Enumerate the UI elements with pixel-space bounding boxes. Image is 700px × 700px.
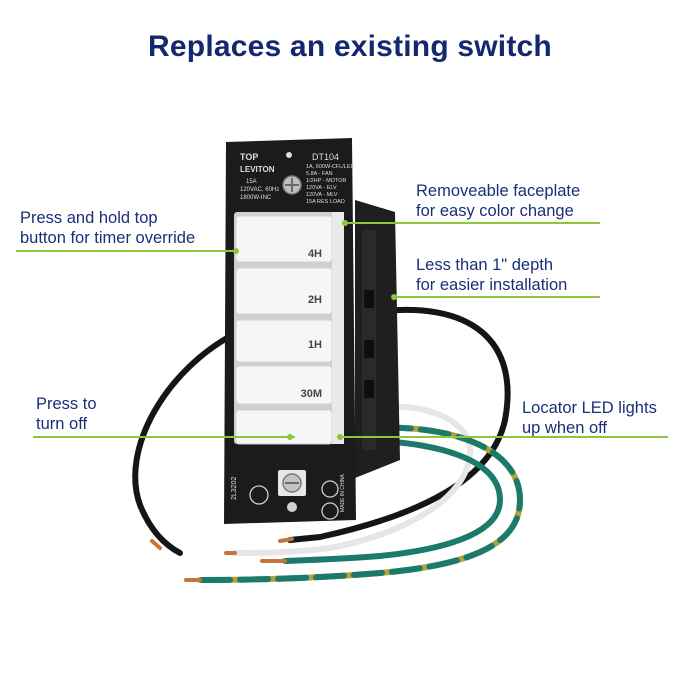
timer-button-30m: 30M (235, 365, 333, 405)
white-wire (232, 403, 474, 556)
leader-dot-locator-led (337, 434, 343, 440)
side-code: 2L3202 (231, 477, 238, 500)
leader-faceplate (345, 222, 600, 224)
leader-dot-faceplate (342, 220, 348, 226)
callout-depth: Less than 1" depth for easier installati… (416, 255, 567, 295)
callout-turn-off-line1: Press to (36, 395, 97, 413)
button-label-1h: 1H (308, 339, 322, 351)
rating-left-2: 120VAC, 60Hz (240, 187, 279, 193)
rating-right-1: 1A, 600W-CFL/LED (306, 164, 355, 170)
leader-dot-turn-off (287, 434, 293, 440)
green-wire (282, 437, 504, 564)
leader-locator-led (340, 436, 668, 438)
timer-button-2h: 2H (235, 267, 333, 315)
leader-dot-depth (391, 294, 397, 300)
made-in-mark: MADE IN CHINA (340, 474, 346, 512)
black-wire-right (287, 306, 511, 543)
rating-right-6: 15A RES LOAD (306, 199, 345, 205)
rating-right-3: 1/2HP - MOTOR (306, 178, 346, 184)
rating-right-5: 120VA - MLV (306, 192, 338, 198)
callout-turn-off-line2: turn off (36, 415, 88, 433)
callout-faceplate: Removeable faceplate for easy color chan… (416, 181, 580, 221)
top-mark: TOP (240, 152, 258, 162)
callout-faceplate-line2: for easy color change (416, 202, 574, 220)
brand-mark: LEVITON (240, 165, 275, 174)
leader-turn-off (33, 436, 295, 438)
callout-depth-line1: Less than 1" depth (416, 256, 554, 274)
timer-button-1h: 1H (235, 319, 333, 363)
callout-locator-led-line1: Locator LED lights (522, 399, 657, 417)
page-title: Replaces an existing switch (148, 30, 552, 63)
callout-locator-led: Locator LED lights up when off (522, 398, 657, 438)
callout-locator-led-line2: up when off (522, 419, 608, 437)
button-label-4h: 4H (308, 248, 322, 260)
callout-faceplate-line1: Removeable faceplate (416, 182, 581, 200)
callout-timer-override-line2: button for timer override (20, 229, 196, 247)
rating-right-4: 120VA - ELV (306, 185, 337, 191)
leader-dot-timer-override (233, 248, 239, 254)
rating-left-3: 1800W-INC (240, 195, 272, 201)
off-button (235, 409, 333, 445)
leader-timer-override (16, 250, 236, 252)
rating-left-1: 15A (246, 179, 257, 185)
leader-depth (394, 296, 600, 298)
callout-depth-line2: for easier installation (416, 276, 568, 294)
button-label-2h: 2H (308, 294, 322, 306)
model-mark: DT104 (312, 152, 339, 162)
callout-turn-off: Press to turn off (36, 394, 97, 434)
callout-timer-override: Press and hold top button for timer over… (20, 208, 195, 248)
black-wire-left (132, 330, 239, 556)
rating-right-2: 5.8A - FAN (306, 171, 333, 177)
button-label-30m: 30M (301, 388, 322, 400)
timer-button-4h: 4H (235, 215, 333, 263)
callout-timer-override-line1: Press and hold top (20, 209, 158, 227)
